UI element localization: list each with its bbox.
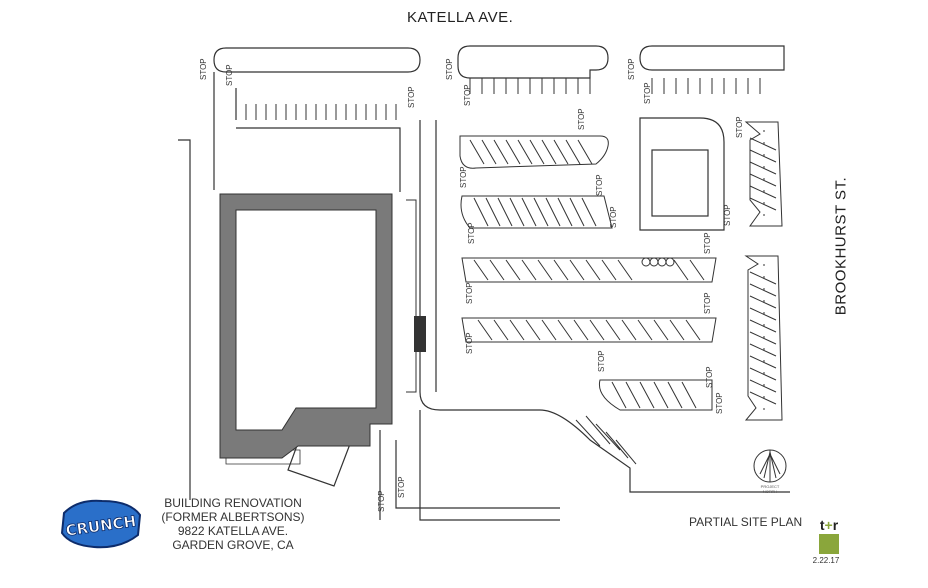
stop-marking: STOP — [445, 58, 454, 80]
crunch-logo: CRUNCH — [60, 499, 142, 549]
stop-marking: STOP — [715, 392, 724, 414]
stall-row-east-2 — [744, 255, 783, 421]
aisle-lines — [235, 88, 437, 392]
curb-island-north-1 — [213, 47, 421, 73]
planter-inner — [651, 149, 709, 217]
stop-marking: STOP — [723, 204, 732, 226]
architect-logo: t+r 2.22.17 — [813, 517, 840, 565]
lot-edge-west — [178, 72, 215, 500]
storefront-elements — [406, 199, 417, 393]
stop-marking: STOP — [377, 490, 386, 512]
stall-row-west-top — [235, 104, 397, 120]
angled-row-3 — [461, 257, 717, 283]
stop-marking: STOP — [577, 108, 586, 130]
north-arrow — [753, 449, 787, 483]
project-info: BUILDING RENOVATION (FORMER ALBERTSONS) … — [158, 496, 308, 552]
architect-logo-swatch — [819, 534, 839, 554]
stop-marking: STOP — [595, 174, 604, 196]
entry-canopy — [414, 316, 426, 352]
planter-island — [639, 117, 725, 231]
stop-marking: STOP — [467, 222, 476, 244]
project-info-line: 9822 KATELLA AVE. — [177, 524, 289, 538]
north-arrow-label: PROJECT NORTH — [760, 484, 780, 494]
stop-marking: STOP — [703, 292, 712, 314]
stop-marking: STOP — [609, 206, 618, 228]
architect-logo-mark: t+r — [819, 517, 839, 533]
stop-marking: STOP — [643, 82, 652, 104]
stall-row-east-1 — [744, 121, 783, 227]
stop-marking: STOP — [225, 64, 234, 86]
angled-row-2 — [460, 195, 613, 229]
stop-marking: STOP — [463, 84, 472, 106]
street-label-brookhurst: BROOKHURST ST. — [829, 177, 853, 315]
project-info-line: (FORMER ALBERTSONS) — [161, 510, 305, 524]
angled-row-4 — [461, 317, 717, 343]
street-label-katella: KATELLA AVE. — [407, 9, 514, 26]
building-footprint — [219, 193, 393, 459]
stop-marking: STOP — [465, 332, 474, 354]
lot-edge-top-drive — [236, 127, 401, 192]
drawing-date: 2.22.17 — [812, 556, 840, 565]
angled-row-5 — [598, 379, 713, 411]
curb-island-north-2 — [457, 45, 609, 79]
stop-marking: STOP — [627, 58, 636, 80]
curb-island-north-3 — [639, 45, 785, 71]
street-label-brookhurst-text: BROOKHURST ST. — [832, 176, 850, 316]
crunch-logo-fist — [60, 499, 142, 549]
stop-marking: STOP — [705, 366, 714, 388]
stop-marking: STOP — [703, 232, 712, 254]
sheet-title: PARTIAL SITE PLAN — [689, 515, 803, 529]
stop-marking: STOP — [407, 86, 416, 108]
lot-edge-south — [419, 391, 790, 493]
stop-marking: STOP — [459, 166, 468, 188]
stop-marking: STOP — [397, 476, 406, 498]
stop-marking: STOP — [199, 58, 208, 80]
stop-marking: STOP — [597, 350, 606, 372]
project-info-line: GARDEN GROVE, CA — [172, 538, 294, 552]
stop-marking: STOP — [735, 116, 744, 138]
drive-south — [379, 410, 560, 521]
stall-row-north — [469, 78, 761, 94]
project-info-line: BUILDING RENOVATION — [164, 496, 302, 510]
stall-row-south-diagonal — [575, 415, 637, 465]
stop-marking: STOP — [465, 282, 474, 304]
angled-row-1 — [459, 135, 609, 169]
